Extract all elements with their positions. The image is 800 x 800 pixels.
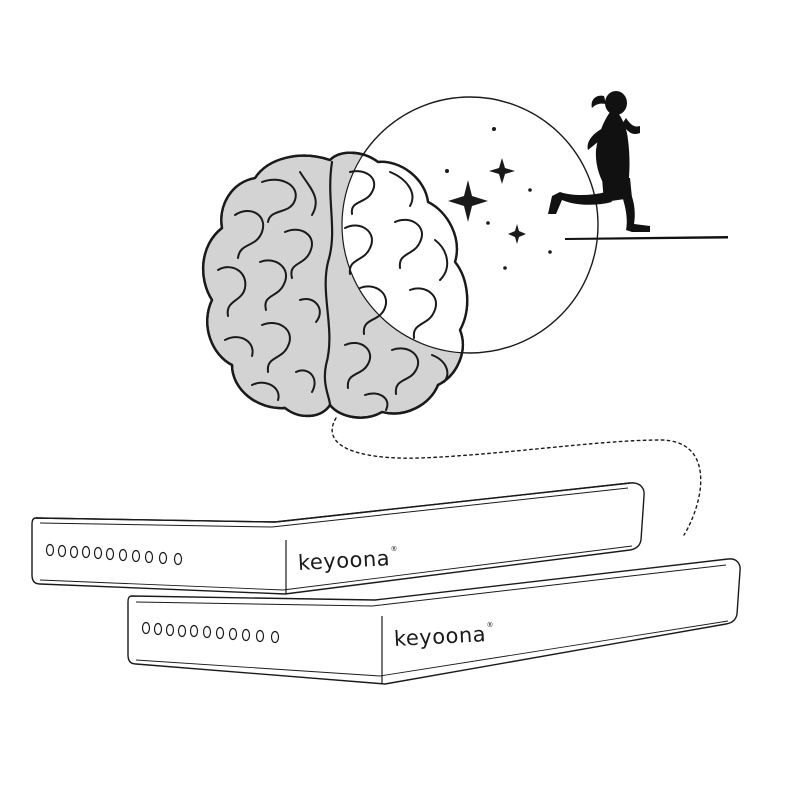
air-vents-upper (45, 543, 183, 566)
air-vents-lower (141, 621, 280, 644)
brand-name-lower: keyoona (393, 622, 487, 651)
runner-silhouette-icon (548, 91, 728, 240)
brand-mark-lower: ® (486, 620, 495, 630)
dotted-connector (331, 417, 702, 536)
mattress-icon-lower (127, 558, 741, 685)
brand-name-upper: keyoona (297, 546, 391, 575)
mattress-icon-upper (31, 482, 645, 595)
brand-mark-upper: ® (390, 544, 399, 554)
sparkle-icon (445, 127, 552, 270)
